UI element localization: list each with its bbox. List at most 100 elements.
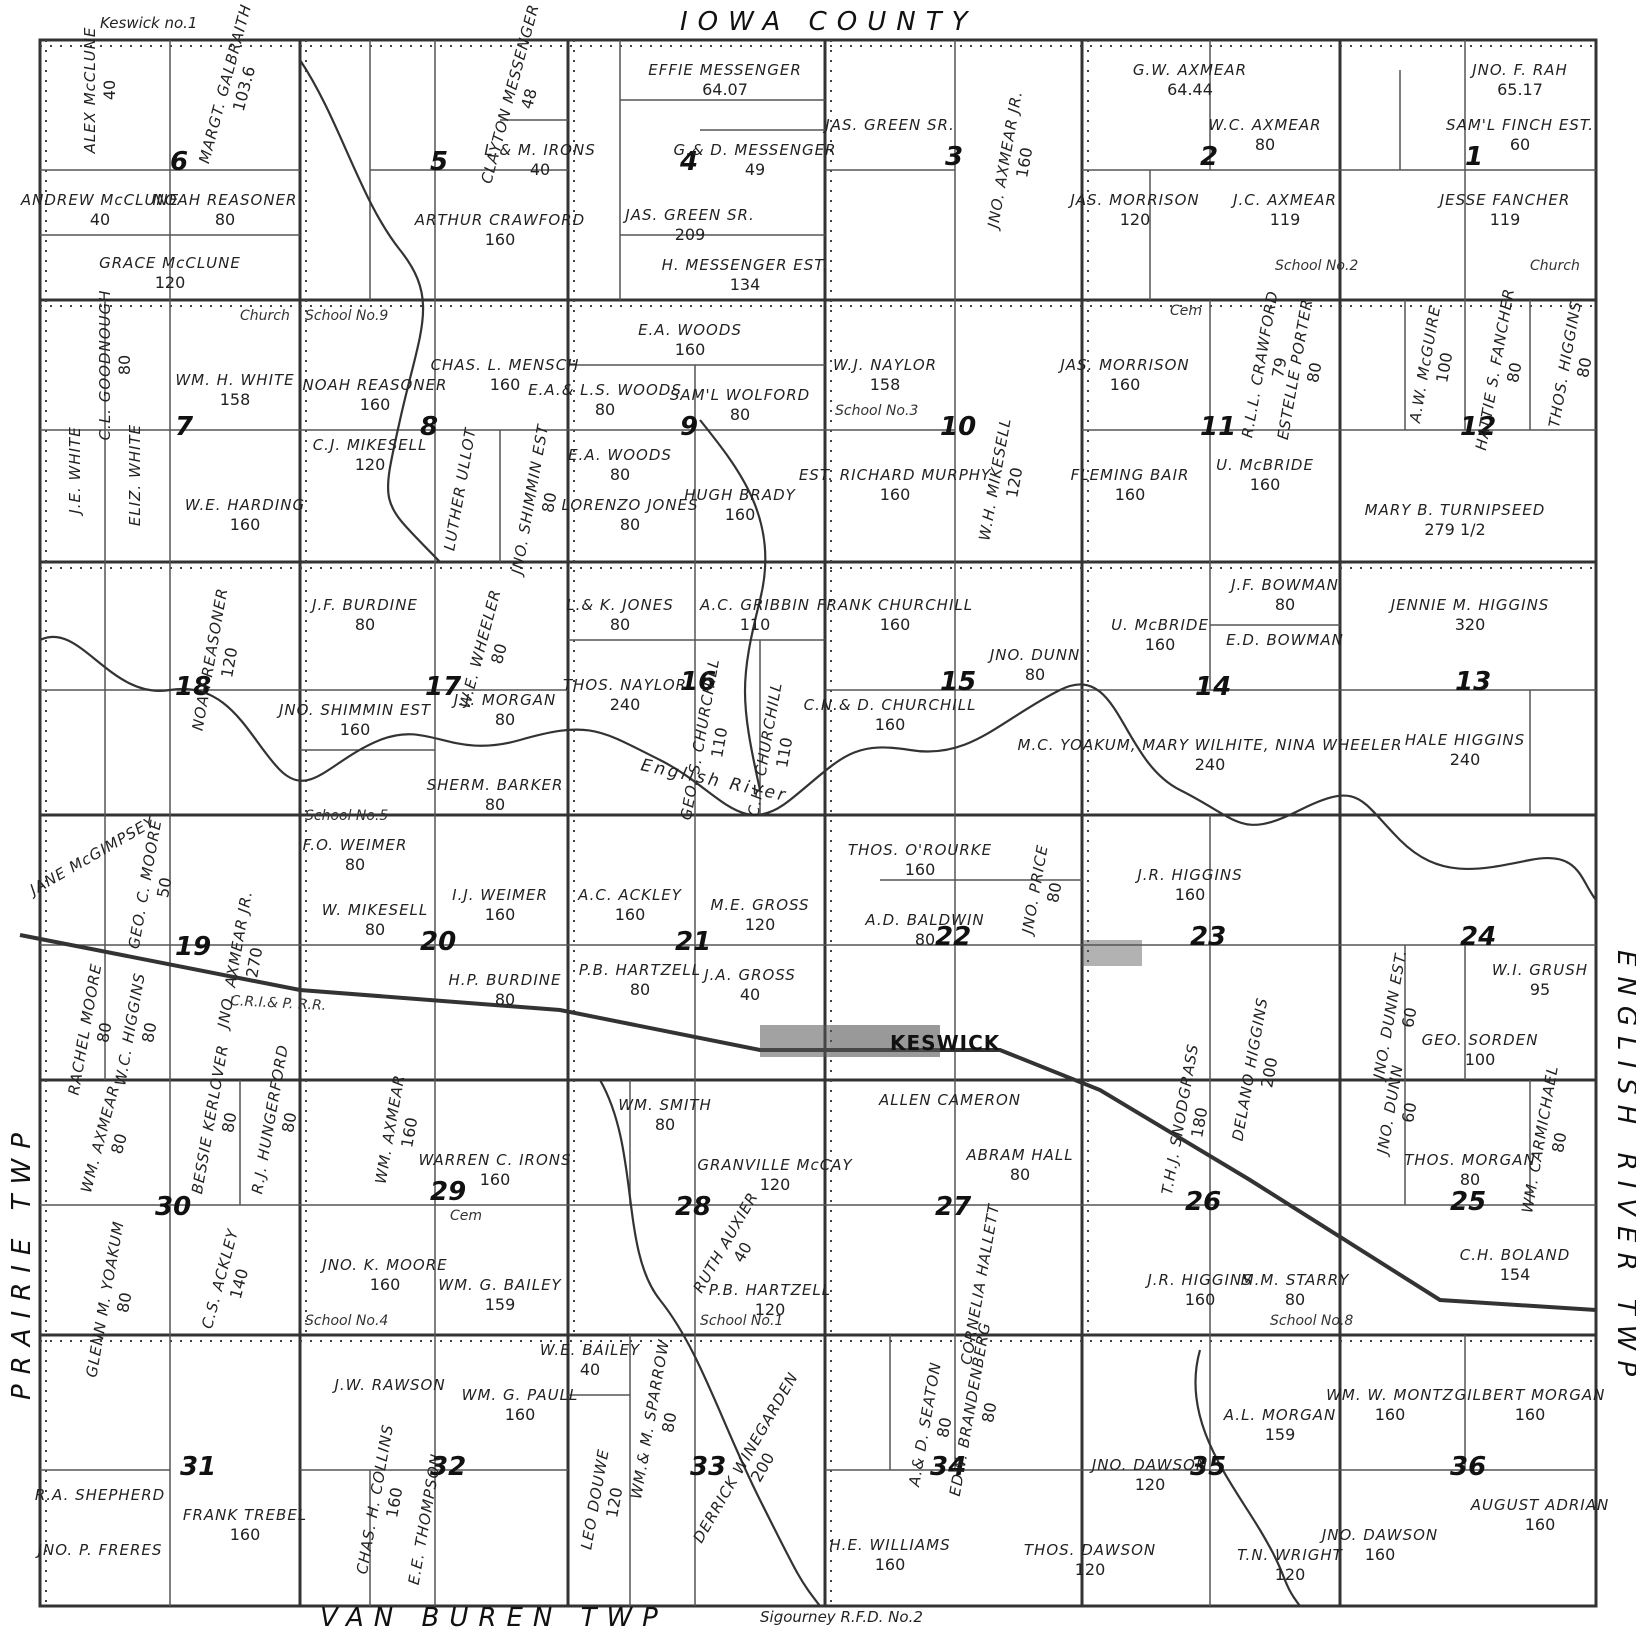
- owner-name: EST. RICHARD MURPHY: [799, 466, 992, 484]
- parcels-sec32: [300, 1335, 568, 1606]
- parcels-sec17: [300, 562, 568, 815]
- owner-acres: 80: [487, 641, 511, 666]
- owner-name: H. MESSENGER EST.: [662, 256, 829, 274]
- owner-name: SHERM. BARKER: [427, 776, 564, 794]
- owner-name: JESSE FANCHER: [1437, 191, 1571, 209]
- owner-acres: 120: [760, 1175, 791, 1194]
- owner-acres: 160: [485, 230, 516, 249]
- owner-name: GRANVILLE McCAY: [697, 1156, 853, 1174]
- school-no2-label: School No.2: [1275, 258, 1358, 274]
- owner-acres: 80: [495, 990, 515, 1009]
- owner-acres: 134: [730, 275, 761, 294]
- owner-name: NOAH REASONER: [303, 376, 448, 394]
- owner-name: SAM'L FINCH EST.: [1446, 116, 1594, 134]
- english-river: [39, 635, 1597, 901]
- owner-name: L.& K. JONES: [566, 596, 673, 614]
- church-nw-label: Church: [240, 308, 290, 324]
- owner-name: F.O. WEIMER: [303, 836, 408, 854]
- section-number: 35: [1190, 1452, 1226, 1482]
- owner-name: WM. G. BAILEY: [438, 1276, 562, 1294]
- creek-south: [599, 1079, 821, 1607]
- owner-acres: 160: [880, 485, 911, 504]
- parcels-sec27: [825, 1080, 1082, 1335]
- parcels-sec20: [300, 815, 568, 1080]
- owner-name: E.D. BOWMAN: [1226, 631, 1344, 649]
- owner-acres: 160: [505, 1405, 536, 1424]
- township-boundary: [38, 38, 1598, 1608]
- parcels-sec11: [1082, 300, 1340, 562]
- owner-acres: 240: [1195, 755, 1226, 774]
- section-number: 15: [940, 667, 976, 697]
- owner-parcel-label: ELIZ. WHITE: [126, 424, 144, 526]
- section-number: 17: [425, 672, 462, 702]
- parcels-sec6: [40, 40, 300, 300]
- parcels-sec13: [1340, 689, 1596, 815]
- owner-acres: 119: [1490, 210, 1521, 229]
- section-number: 28: [675, 1192, 711, 1222]
- section-number: 2: [1200, 142, 1218, 172]
- owner-acres: 119: [1270, 210, 1301, 229]
- owner-acres: 80: [365, 920, 385, 939]
- owner-name: C.N.& D. CHURCHILL: [804, 696, 977, 714]
- owner-acres: 240: [610, 695, 641, 714]
- owner-acres: 160: [1110, 375, 1141, 394]
- owner-name: A.L. MORGAN: [1223, 1406, 1336, 1424]
- owner-name: WM. SMITH: [618, 1096, 712, 1114]
- parcels-sec5: [369, 40, 568, 300]
- owner-name: M.M. STARRY: [1241, 1271, 1351, 1289]
- school-no1-label: School No.1: [700, 1313, 783, 1329]
- owner-name: J.R. HIGGINS: [1144, 1271, 1252, 1289]
- owner-acres: 160: [1175, 885, 1206, 904]
- owner-acres: 80: [915, 930, 935, 949]
- owner-name: JNO. SHIMMIN EST: [276, 701, 432, 719]
- owner-acres: 120: [1120, 210, 1151, 229]
- owner-acres: 100: [1465, 1050, 1496, 1069]
- owner-parcel-label: JAS. GREEN SR.209: [622, 206, 753, 244]
- owner-name: T.N. WRIGHT: [1237, 1546, 1343, 1564]
- owner-acres: 160: [485, 905, 516, 924]
- owner-acres: 160: [370, 1275, 401, 1294]
- owner-parcel-label: J.E. WHITE: [66, 426, 84, 516]
- section-number: 26: [1185, 1187, 1221, 1217]
- parcels-sec4: [619, 40, 825, 300]
- parcels-sec3: [825, 40, 956, 300]
- owner-acres: 160: [1375, 1405, 1406, 1424]
- section-number: 23: [1190, 922, 1226, 952]
- owner-acres: 60: [1398, 1006, 1420, 1029]
- owner-acres: 160: [360, 395, 391, 414]
- owner-name: J.F. BOWMAN: [1228, 576, 1339, 594]
- section-number: 13: [1455, 667, 1491, 697]
- owner-acres: 80: [1303, 361, 1325, 384]
- owner-acres: 160: [230, 1525, 261, 1544]
- owner-acres: 49: [745, 160, 765, 179]
- border-north-label: IOWA COUNTY: [680, 7, 977, 37]
- owner-acres: 80: [538, 491, 560, 514]
- section-number: 1: [1465, 142, 1483, 172]
- owner-acres: 160: [1250, 475, 1281, 494]
- owner-name: THOS. O'ROURKE: [848, 841, 992, 859]
- owner-name: J.F. BURDINE: [309, 596, 418, 614]
- owner-name: J.A. GROSS: [701, 966, 796, 984]
- owner-name: G.W. AXMEAR: [1133, 61, 1247, 79]
- owner-acres: 80: [1010, 1165, 1030, 1184]
- owner-acres: 160: [725, 505, 756, 524]
